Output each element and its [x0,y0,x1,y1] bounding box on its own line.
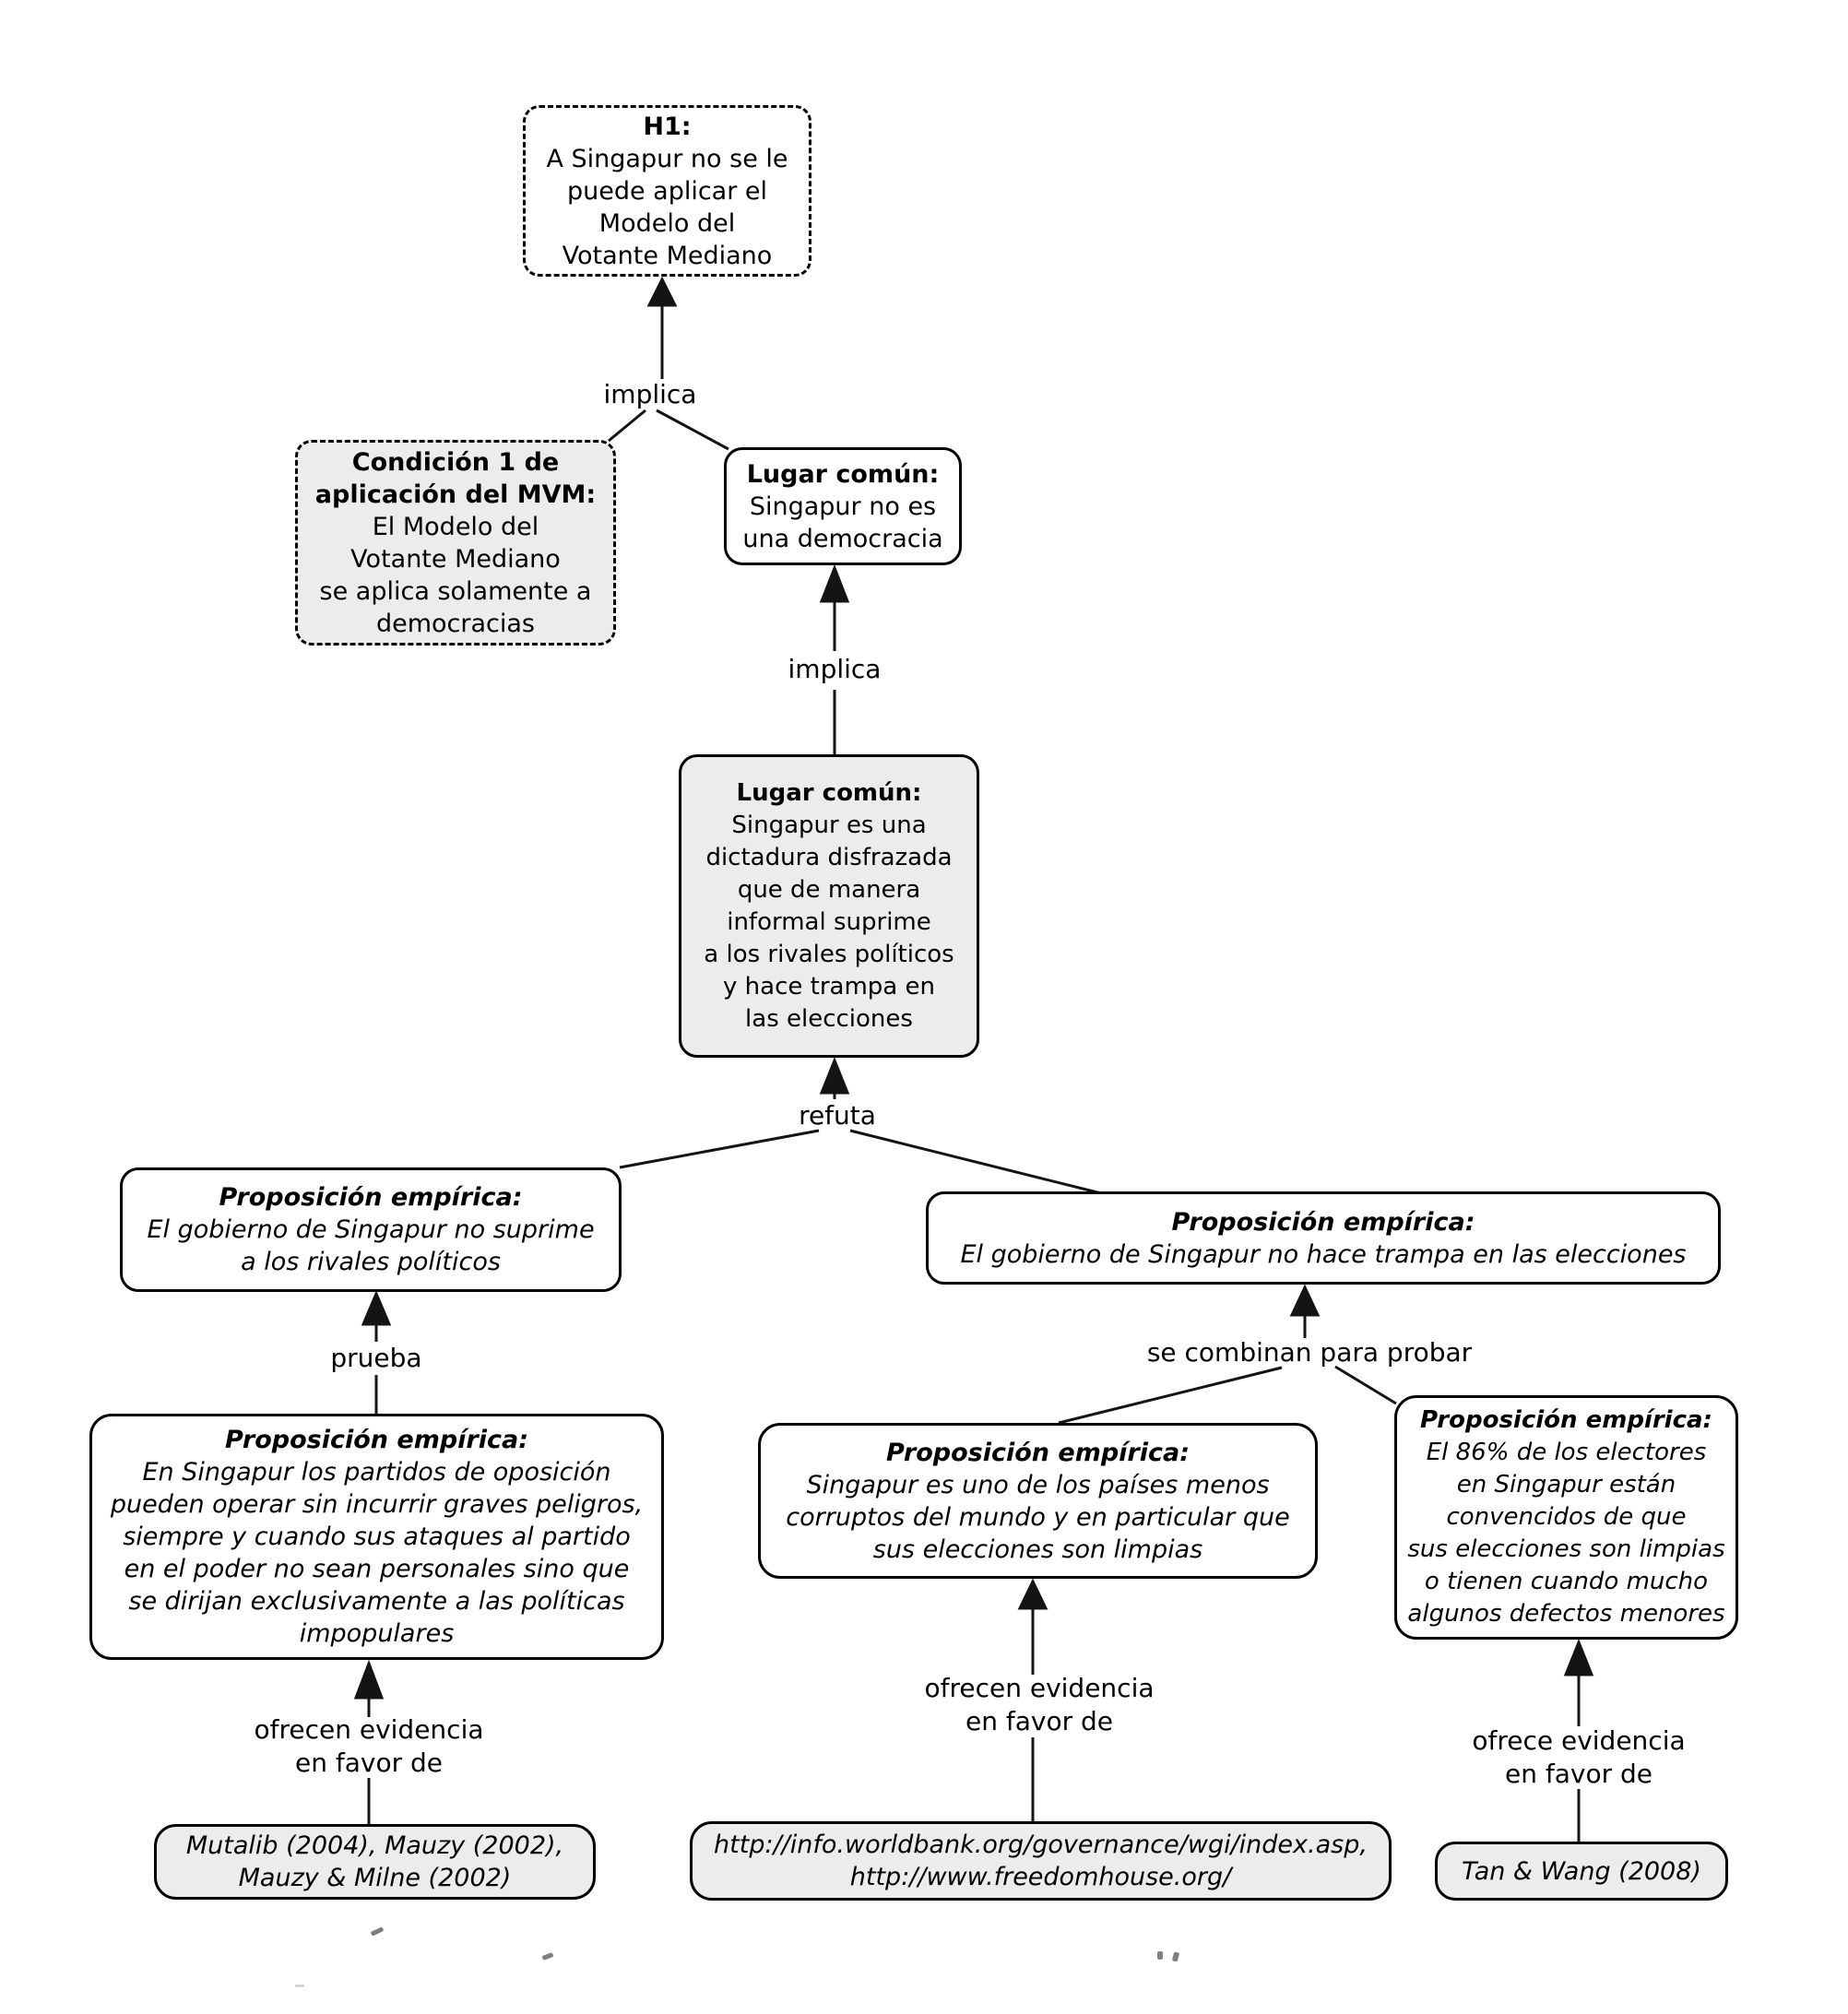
node-prop-no-hace-trampa: Proposición empírica: El gobierno de Sin… [926,1191,1721,1285]
node-title: Lugar común: [746,459,940,489]
node-prop-86-electores: Proposición empírica: El 86% de los elec… [1394,1395,1738,1640]
edge-cond-to-implica1 [608,409,646,443]
node-prop-no-suprime-rivales: Proposición empírica: El gobierno de Sin… [120,1167,622,1292]
node-body: El Modelo del Votante Mediano se aplica … [319,512,592,638]
edge-lc1-to-implica1 [656,409,729,451]
edge-label-implica-1: implica [603,379,697,409]
node-prop-menos-corruptos: Proposición empírica: Singapur es uno de… [758,1423,1318,1579]
edge-label-implica-2: implica [788,654,882,684]
node-prop-partidos-oposicion: Proposición empírica: En Singapur los pa… [89,1414,664,1660]
arrowhead-up-icon [819,563,850,603]
node-body: En Singapur los partidos de oposición pu… [110,1458,644,1648]
edge-label-se-combinan: se combinan para probar [1146,1337,1473,1368]
node-fuente-worldbank-freedomhouse: http://info.worldbank.org/governance/wgi… [690,1821,1392,1901]
edge-label-ofrecen-evidencia-centro: ofrecen evidencia en favor de [924,1673,1155,1736]
edge-p2-to-refuta [849,1129,1102,1195]
node-fuente-mutalib-mauzy: Mutalib (2004), Mauzy (2002), Mauzy & Mi… [154,1824,596,1900]
edge-p1-to-refuta [619,1129,820,1169]
node-body: El gobierno de Singapur no suprime a los… [147,1215,595,1276]
node-body: Mutalib (2004), Mauzy (2002), Mauzy & Mi… [185,1831,564,1892]
scan-artifact [1157,1951,1163,1960]
node-body: Tan & Wang (2008) [1462,1856,1701,1886]
node-lugar-comun-dictadura: Lugar común: Singapur es una dictadura d… [679,754,979,1058]
arrowhead-up-icon [646,276,678,307]
node-condicion-1-mvm: Condición 1 de aplicación del MVM: El Mo… [295,440,616,646]
scan-artifact [295,1984,304,1987]
node-body: http://info.worldbank.org/governance/wgi… [714,1830,1368,1891]
edge-p4-to-comb [1058,1366,1283,1425]
node-title: Proposición empírica: [219,1183,523,1212]
node-lugar-comun-no-democracia: Lugar común: Singapur no es una democrac… [724,447,962,565]
node-body: Singapur no es una democracia [742,492,943,553]
edge-label-ofrece-evidencia-der: ofrece evidencia en favor de [1472,1725,1686,1789]
node-title: H1: [643,112,692,141]
arrowhead-up-icon [1289,1284,1321,1317]
node-fuente-tan-wang: Tan & Wang (2008) [1435,1842,1728,1901]
node-title: Proposición empírica: [1420,1406,1712,1434]
node-title: Proposición empírica: [224,1426,529,1454]
node-h1-hypothesis: H1: A Singapur no se le puede aplicar el… [523,105,811,277]
edge-label-ofrecen-evidencia-izq: ofrecen evidencia en favor de [254,1714,484,1778]
node-title: Proposición empírica: [1171,1207,1475,1237]
node-body: Singapur es una dictadura disfrazada que… [704,811,954,1033]
node-title: Condición 1 de aplicación del MVM: [314,447,597,509]
edge-label-prueba: prueba [330,1343,422,1373]
node-body: Singapur es uno de los países menos corr… [786,1470,1290,1564]
arrowhead-up-icon [819,1056,850,1095]
node-body: El gobierno de Singapur no hace trampa e… [960,1239,1687,1269]
node-title: Proposición empírica: [885,1438,1191,1467]
arrowhead-up-icon [361,1290,392,1326]
arrowhead-up-icon [1017,1578,1048,1610]
edge-p5-to-comb [1334,1365,1397,1405]
node-title: Lugar común: [736,778,922,807]
arrowhead-up-icon [1563,1638,1594,1676]
node-body: A Singapur no se le puede aplicar el Mod… [546,144,788,270]
arrowhead-up-icon [353,1659,385,1700]
edge-label-refuta: refuta [799,1100,876,1131]
node-body: El 86% de los electores en Singapur está… [1407,1439,1725,1628]
